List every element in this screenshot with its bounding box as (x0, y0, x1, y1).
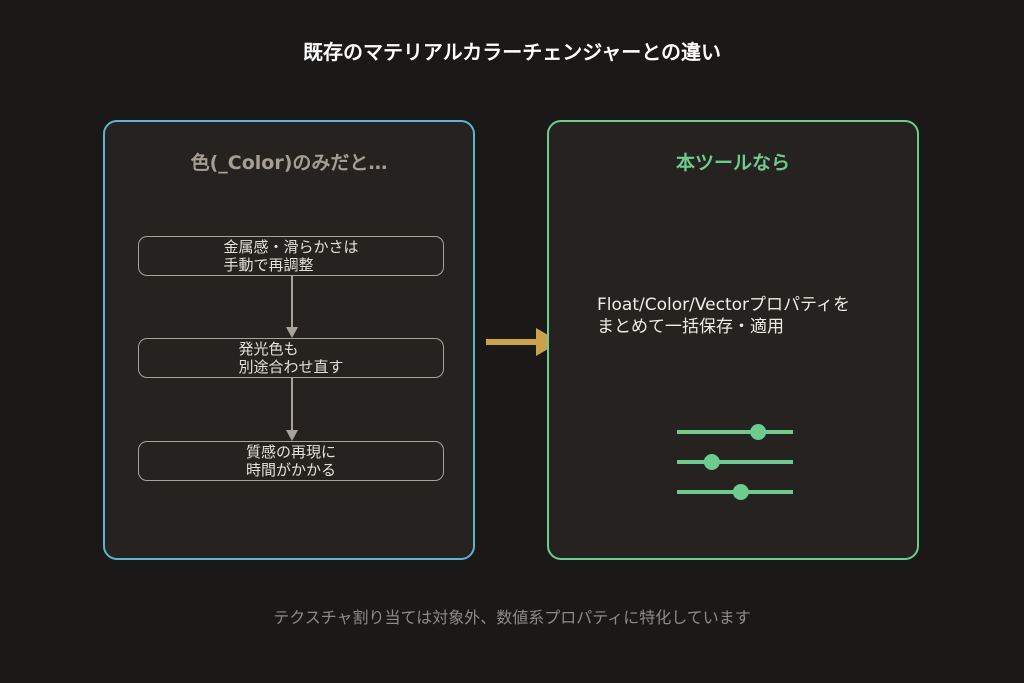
step-2-line1: 発光色も (238, 340, 299, 358)
down-arrow-icon (286, 276, 298, 338)
step-3-line2: 時間がかかる (245, 461, 336, 479)
step-box-3: 質感の再現に 時間がかかる (138, 441, 444, 481)
step-box-2: 発光色も 別途合わせ直す (138, 338, 444, 378)
left-panel: 色(_Color)のみだと… 金属感・滑らかさは 手動で再調整 発光色も 別途合… (103, 120, 475, 560)
right-panel-description: Float/Color/Vectorプロパティを まとめて一括保存・適用 (597, 294, 850, 338)
right-panel-heading: 本ツールなら (675, 152, 790, 174)
step-2-text: 発光色も 別途合わせ直す (238, 340, 343, 376)
step-3-line1: 質感の再現に (245, 443, 336, 461)
page-title: 既存のマテリアルカラーチェンジャーとの違い (303, 40, 721, 64)
description-line2: まとめて一括保存・適用 (597, 317, 784, 337)
step-3-text: 質感の再現に 時間がかかる (246, 443, 336, 479)
step-1-line2: 手動で再調整 (223, 256, 314, 274)
left-panel-heading: 色(_Color)のみだと… (190, 152, 388, 174)
step-1-text: 金属感・滑らかさは 手動で再調整 (223, 238, 358, 274)
footer-note: テクスチャ割り当ては対象外、数値系プロパティに特化しています (273, 608, 751, 627)
description-line1: Float/Color/Vectorプロパティを (597, 295, 850, 315)
slider-knob (703, 454, 720, 470)
step-box-1: 金属感・滑らかさは 手動で再調整 (138, 236, 444, 276)
slider-knob (750, 424, 767, 440)
slider-knob (732, 484, 749, 500)
step-1-line1: 金属感・滑らかさは (223, 238, 359, 256)
down-arrow-icon (286, 378, 298, 441)
sliders-icon (677, 424, 793, 500)
right-panel: 本ツールなら Float/Color/Vectorプロパティを まとめて一括保存… (547, 120, 919, 560)
step-2-line2: 別途合わせ直す (238, 358, 344, 376)
